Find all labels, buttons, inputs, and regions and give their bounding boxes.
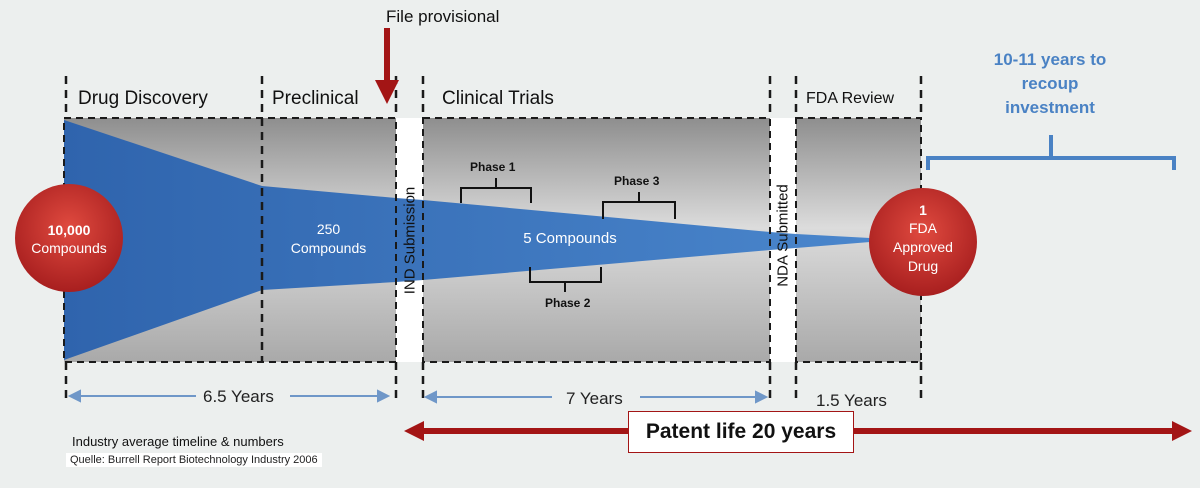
approved-line2: Approved [893,239,953,255]
stage-clinical-trials: Clinical Trials [442,88,554,109]
compound-funnel [64,120,870,360]
duration-discovery: 6.5 Years [203,387,274,406]
patent-life-label: Patent life 20 years [628,411,854,453]
source-citation: Quelle: Burrell Report Biotechnology Ind… [66,453,322,467]
phase2-label: Phase 2 [545,296,591,310]
stage-fda-review: FDA Review [806,90,895,107]
ind-submission-label: IND Submission [401,186,419,295]
start-compounds-circle [15,184,123,292]
approved-line3: Drug [907,258,939,274]
preclinical-count: 250 [316,221,341,237]
recoup-line3: investment [1005,98,1095,117]
file-provisional-arrow [375,80,399,104]
recoup-line2: recoup [1021,74,1079,93]
file-provisional-label: File provisional [386,7,500,26]
clinical-compounds: 5 Compounds [523,230,617,247]
patent-arrow-left-head [404,421,424,441]
approved-drug-circle [869,188,977,296]
recoup-note: 10-11 years to recoup investment [965,48,1135,120]
patent-arrow-right-head [1172,421,1192,441]
recoup-line1: 10-11 years to [993,50,1107,69]
start-label: Compounds [31,240,107,256]
duration-clinical: 7 Years [566,389,623,408]
stage-preclinical: Preclinical [272,88,359,109]
approved-count: 1 [919,202,927,218]
recoup-bracket [926,135,1176,170]
approved-line1: FDA [909,220,937,236]
duration-fda: 1.5 Years [816,391,887,410]
nda-submitted-label: NDA Submitted [774,184,792,287]
start-count: 10,000 [47,222,91,238]
preclinical-label: Compounds [290,240,367,256]
stage-drug-discovery: Drug Discovery [78,88,208,109]
phase1-label: Phase 1 [470,160,516,174]
footnote: Industry average timeline & numbers [72,434,284,449]
phase3-label: Phase 3 [614,174,660,188]
